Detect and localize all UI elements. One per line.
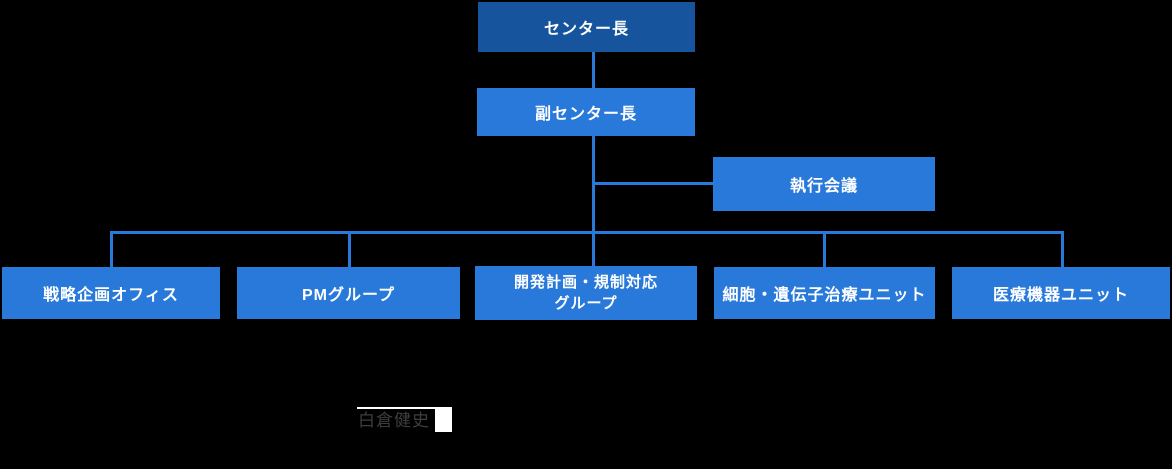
connector-line-drop-cell-gene — [823, 233, 826, 267]
caption-name-text: 白倉健史 — [358, 411, 430, 430]
connector-line-center-vertical — [592, 136, 595, 233]
org-node-strategic-planning-office: 戦略企画オフィス — [2, 267, 220, 319]
connector-line-executive-branch — [595, 182, 713, 185]
org-node-dev-planning-regulatory-group: 開発計画・規制対応 グループ — [475, 266, 697, 320]
connector-line-drop-pm-group — [348, 233, 351, 267]
connector-line-drop-medical — [1061, 231, 1064, 267]
connector-line-drop-strategic — [110, 231, 113, 267]
org-node-deputy-center-director: 副センター長 — [477, 88, 695, 136]
caption-top-line — [357, 407, 452, 409]
org-node-executive-meeting: 執行会議 — [713, 157, 935, 211]
connector-line-horizontal-rail — [110, 231, 1064, 234]
caption-white-block — [435, 409, 452, 432]
org-node-center-director: センター長 — [478, 2, 695, 52]
connector-line-top-vertical — [592, 52, 595, 88]
org-node-medical-device-unit: 医療機器ユニット — [952, 267, 1170, 319]
org-node-pm-group: PMグループ — [237, 267, 460, 319]
org-node-cell-gene-therapy-unit: 細胞・遺伝子治療ユニット — [714, 267, 935, 319]
connector-line-drop-dev-group — [592, 233, 595, 266]
